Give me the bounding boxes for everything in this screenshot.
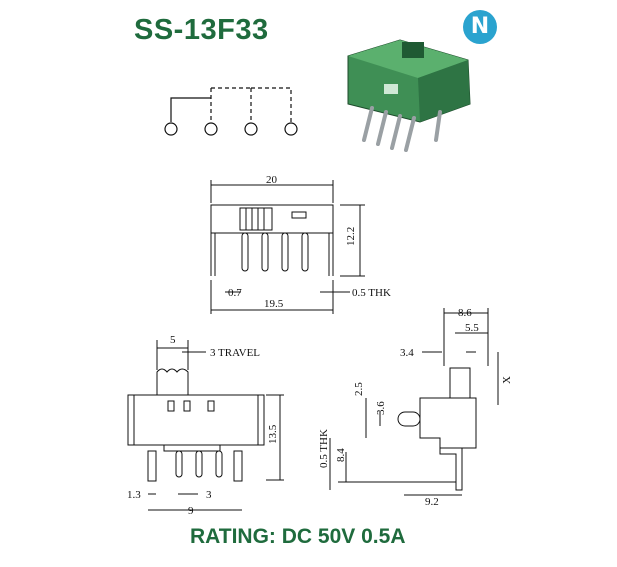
dim-front-height: 12.2 xyxy=(345,227,357,246)
dim-height-13-5: 13.5 xyxy=(267,424,279,444)
dim-right-2-5: 2.5 xyxy=(353,382,365,396)
dim-right-x: X xyxy=(501,376,513,384)
component-photo xyxy=(347,39,471,152)
dim-front-width: 20 xyxy=(266,174,278,186)
brand-logo-icon: N xyxy=(463,10,497,44)
dim-thk-top: 0.5 THK xyxy=(352,287,391,299)
dim-left-3: 3 xyxy=(206,489,212,501)
rating-label: RATING: DC 50V 0.5A xyxy=(190,525,406,548)
dim-left-1-3: 1.3 xyxy=(127,489,141,501)
profile-view xyxy=(329,308,499,496)
dim-right-9-2: 9.2 xyxy=(425,496,439,508)
dim-right-3-6: 3.6 xyxy=(375,401,387,415)
dim-travel: 3 TRAVEL xyxy=(210,347,260,359)
part-number-title: SS-13F33 xyxy=(134,14,269,46)
dim-left-9: 9 xyxy=(188,505,194,517)
dim-overall-span: 19.5 xyxy=(264,298,284,310)
dim-right-0-5-thk: 0.5 THK xyxy=(318,429,330,468)
dim-right-8-6: 8.6 xyxy=(458,307,472,319)
front-view xyxy=(210,180,365,314)
dim-right-5-5: 5.5 xyxy=(465,322,479,334)
dim-right-3-4: 3.4 xyxy=(400,347,414,359)
dim-right-8-4: 8.4 xyxy=(335,448,347,462)
dim-pin-spacing: 0.7 xyxy=(228,287,242,299)
dim-left-five: 5 xyxy=(170,334,176,346)
circuit-schematic xyxy=(164,87,298,136)
side-view xyxy=(127,340,284,511)
